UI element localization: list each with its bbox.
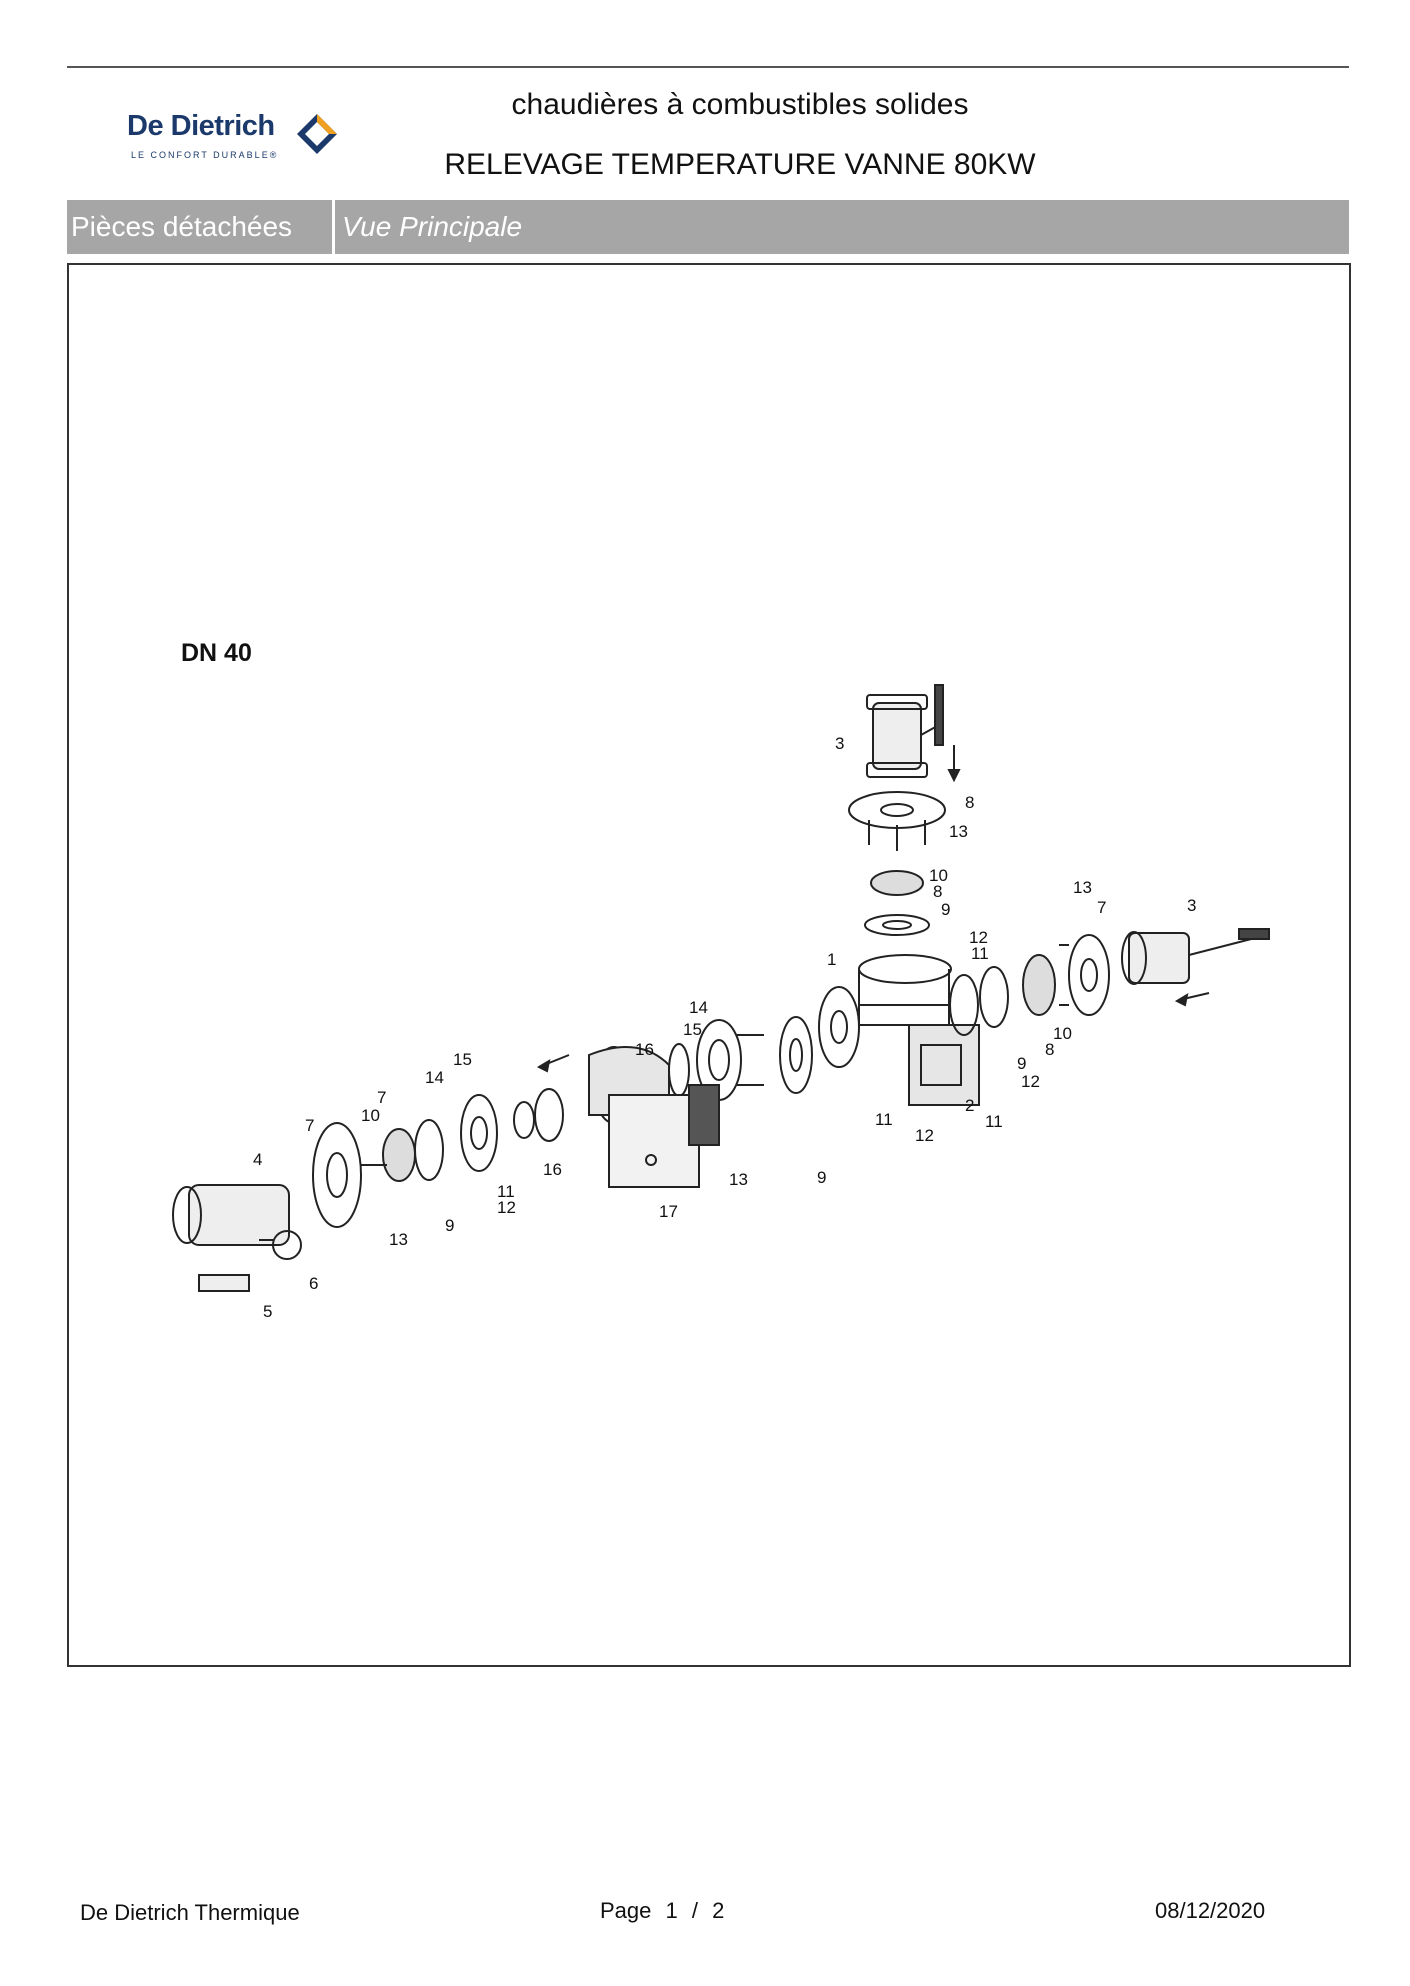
callout: 12 xyxy=(969,928,988,947)
exploded-view-drawing: 3 8 13 10 8 9 1 12 11 13 7 3 10 8 9 12 2… xyxy=(172,684,1270,1321)
callout-labels: 3 8 13 10 8 9 1 12 11 13 7 3 10 8 9 12 2… xyxy=(253,734,1196,1321)
callout: 7 xyxy=(305,1116,314,1135)
callout: 2 xyxy=(965,1096,974,1115)
exploded-view-frame: DN 40 xyxy=(67,263,1351,1667)
callout: 10 xyxy=(361,1106,380,1125)
callout: 9 xyxy=(1017,1054,1026,1073)
document-title-line2: RELEVAGE TEMPERATURE VANNE 80KW xyxy=(444,148,1036,181)
section-bar: Pièces détachées Vue Principale xyxy=(67,200,1349,254)
callout: 10 xyxy=(929,866,948,885)
page-total: 2 xyxy=(712,1898,725,1923)
ball-valve-top xyxy=(866,684,961,783)
callout: 17 xyxy=(659,1202,678,1221)
callout: 6 xyxy=(309,1274,318,1293)
callout: 13 xyxy=(949,822,968,841)
ball-valve-left xyxy=(172,1184,302,1292)
callout: 9 xyxy=(817,1168,826,1187)
logo-tagline: LE CONFORT DURABLE® xyxy=(131,150,279,160)
callout: 11 xyxy=(971,944,989,963)
callout: 12 xyxy=(497,1198,516,1217)
callout: 9 xyxy=(941,900,950,919)
callout: 11 xyxy=(875,1110,893,1129)
callout: 12 xyxy=(915,1126,934,1145)
tab-main-view[interactable]: Vue Principale xyxy=(342,211,523,242)
callout: 15 xyxy=(453,1050,472,1069)
callout: 9 xyxy=(445,1216,454,1235)
callout: 1 xyxy=(827,950,836,969)
mixing-valve-body xyxy=(818,954,980,1106)
callout: 7 xyxy=(377,1088,386,1107)
callout: 13 xyxy=(389,1230,408,1249)
pump-assembly xyxy=(536,1046,720,1188)
callout: 11 xyxy=(497,1182,515,1201)
callout: 3 xyxy=(1187,896,1196,915)
footer-date: 08/12/2020 xyxy=(1155,1898,1266,1923)
callout: 11 xyxy=(985,1112,1003,1131)
page-label: Page xyxy=(600,1898,652,1923)
tab-spare-parts[interactable]: Pièces détachées xyxy=(67,200,335,254)
callout: 15 xyxy=(683,1020,702,1039)
brand-logo: De Dietrich LE CONFORT DURABLE® xyxy=(125,108,345,168)
callout: 8 xyxy=(1045,1040,1054,1059)
callout: 8 xyxy=(933,882,942,901)
callout: 13 xyxy=(1073,878,1092,897)
callout: 14 xyxy=(425,1068,444,1087)
callout: 13 xyxy=(729,1170,748,1189)
callout: 4 xyxy=(253,1150,262,1169)
callout: 12 xyxy=(1021,1072,1040,1091)
document-title-line1: chaudières à combustibles solides xyxy=(511,88,969,121)
footer-company: De Dietrich Thermique xyxy=(80,1900,300,1925)
logo-name: De Dietrich xyxy=(127,110,275,142)
footer-page-indicator: Page 1 / 2 xyxy=(600,1898,732,1924)
page-separator: / xyxy=(691,1898,699,1923)
callout: 10 xyxy=(1053,1024,1072,1043)
top-rule xyxy=(67,66,1349,68)
callout: 16 xyxy=(543,1160,562,1179)
page-current: 1 xyxy=(665,1898,678,1923)
callout: 3 xyxy=(835,734,844,753)
callout: 8 xyxy=(965,793,974,812)
callout: 5 xyxy=(263,1302,272,1321)
callout: 7 xyxy=(1097,898,1106,917)
ball-valve-right xyxy=(1121,928,1270,1007)
diamond-logo-icon xyxy=(297,114,337,154)
callout: 14 xyxy=(689,998,708,1017)
callout: 16 xyxy=(635,1040,654,1059)
diameter-label: DN 40 xyxy=(181,639,252,667)
